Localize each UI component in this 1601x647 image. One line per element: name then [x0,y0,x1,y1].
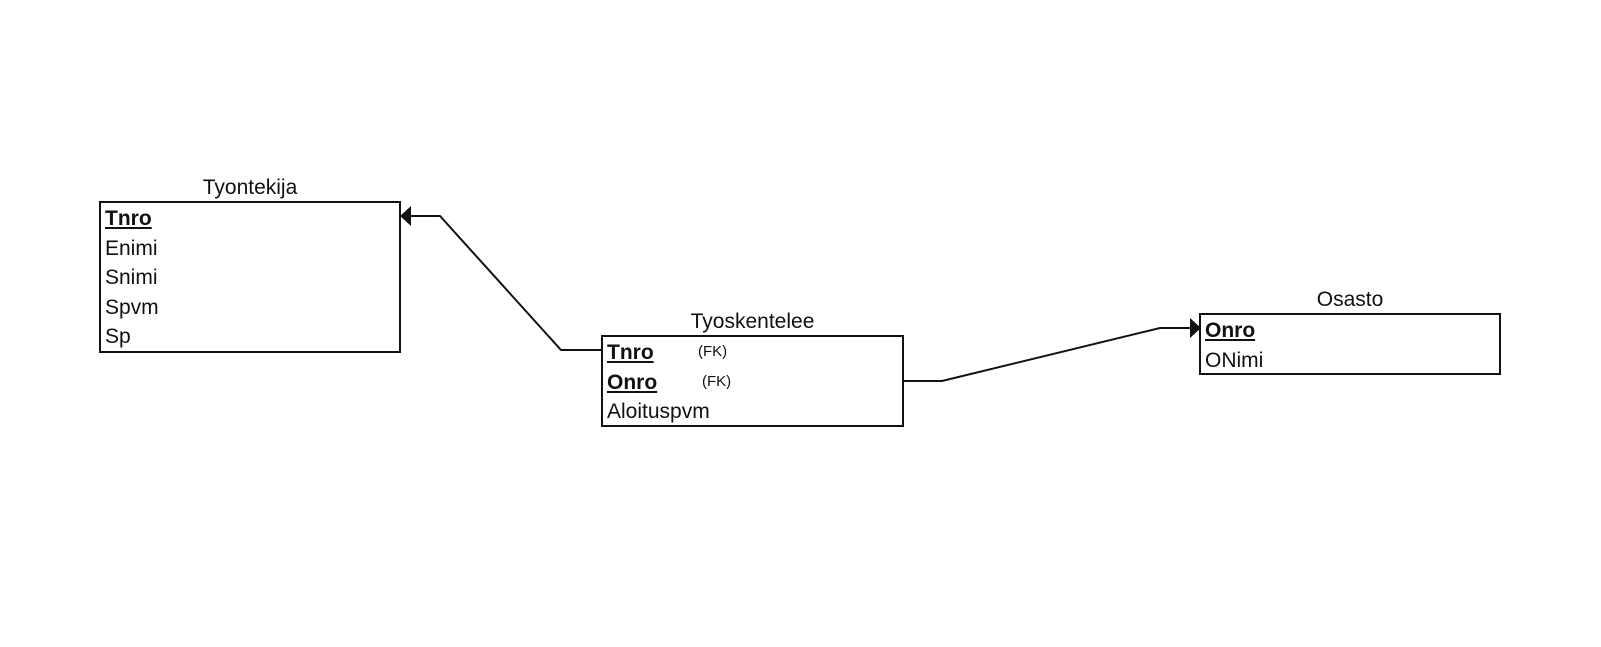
attribute-name: Enimi [105,236,158,260]
entity-box: Tnro (FK) Onro (FK) Aloituspvm [601,335,904,427]
attribute-row: Sp [101,322,399,352]
foreign-key-tag: (FK) [698,343,728,360]
entity-title: Tyontekija [202,176,298,199]
relationship-line-tnro [411,215,601,351]
attribute-row: Snimi [101,263,399,293]
entity-box: Tnro Enimi Snimi Spvm Sp [99,201,401,353]
attribute-row: Onro (FK) [603,368,902,398]
entity-osasto[interactable]: Osasto Onro ONimi [1199,288,1501,375]
entity-tyoskentelee[interactable]: Tyoskentelee Tnro (FK) Onro (FK) Aloitus… [601,310,904,427]
attribute-name: Snimi [105,266,158,289]
attribute-row: Tnro [101,204,399,234]
attribute-row: Enimi [101,234,399,264]
entity-title: Tyoskentelee [690,310,815,333]
entity-box: Onro ONimi [1199,313,1501,375]
attribute-row: Tnro (FK) [603,338,902,368]
attribute-row: Aloituspvm [603,397,902,427]
attribute-row: ONimi [1201,346,1499,376]
primary-key-attribute: Tnro [105,207,152,230]
arrowhead-tyontekija-icon [400,206,411,226]
attribute-name: ONimi [1205,348,1264,372]
relationship-line-onro [904,327,1190,382]
primary-key-attribute: Onro [607,370,658,394]
attribute-name: Spvm [105,295,159,319]
entity-tyontekija[interactable]: Tyontekija Tnro Enimi Snimi Spvm Sp [99,176,401,353]
attribute-name: Sp [105,325,131,348]
entity-title: Osasto [1316,288,1384,311]
attribute-row: Spvm [101,293,399,323]
attribute-name: Aloituspvm [607,400,710,423]
primary-key-attribute: Onro [1205,319,1256,342]
attribute-row: Onro [1201,316,1499,346]
foreign-key-tag: (FK) [702,372,732,390]
primary-key-attribute: Tnro [607,341,654,364]
